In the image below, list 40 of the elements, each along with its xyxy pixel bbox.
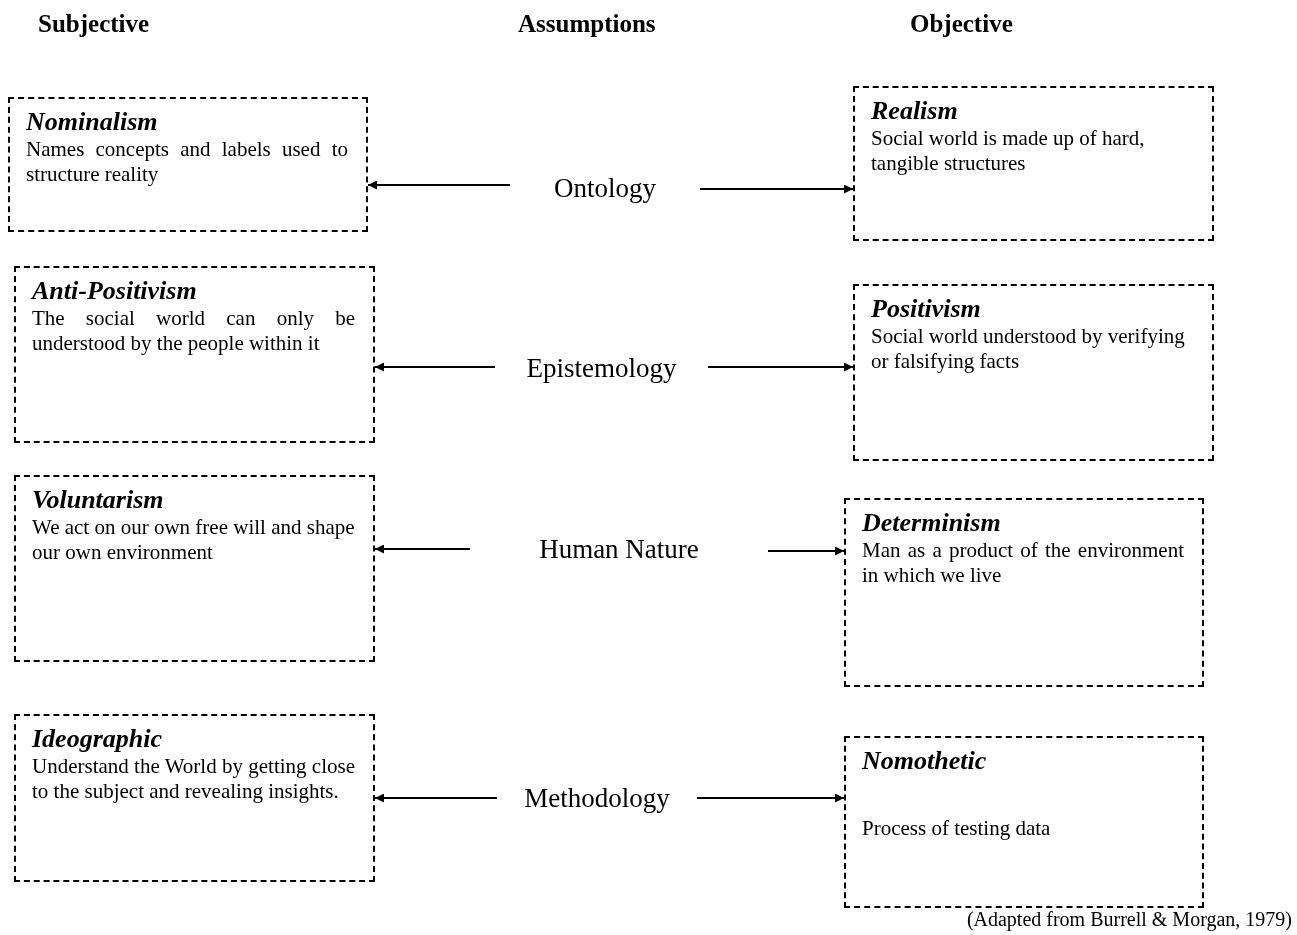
box-heading: Anti-Positivism xyxy=(32,276,198,306)
box-heading: Nomothetic xyxy=(862,746,988,776)
arrow xyxy=(367,180,511,190)
box-text: The social world can only be understood by the people within it xyxy=(32,306,355,356)
dashed-box xyxy=(14,714,375,882)
box-heading: Positivism xyxy=(871,294,982,324)
column-heading: Assumptions xyxy=(518,10,656,38)
assumption-label: Methodology xyxy=(524,782,670,814)
box-heading: Ideographic xyxy=(32,724,163,754)
caption: (Adapted from Burrell & Morgan, 1979) xyxy=(966,908,1292,931)
dashed-box xyxy=(14,475,375,662)
dashed-box xyxy=(844,498,1204,687)
arrow xyxy=(374,793,498,803)
dashed-box xyxy=(853,284,1214,461)
box-text: We act on our own free will and shape our own environment xyxy=(32,515,355,565)
box-text: Process of testing data xyxy=(862,816,1052,841)
box-heading: Realism xyxy=(871,96,959,126)
dashed-box xyxy=(844,736,1204,908)
arrow xyxy=(767,546,845,556)
column-heading: Objective xyxy=(910,10,1013,38)
dashed-box xyxy=(8,97,368,232)
dashed-box xyxy=(14,266,375,443)
arrow xyxy=(374,362,496,372)
assumption-label: Epistemology xyxy=(526,352,677,384)
box-text: Man as a product of the environment in which we live xyxy=(862,538,1184,588)
box-text: Social world understood by verifying or falsifying facts xyxy=(871,324,1186,374)
box-heading: Nominalism xyxy=(26,107,159,137)
dashed-box xyxy=(853,86,1214,241)
column-heading: Subjective xyxy=(38,10,150,38)
assumption-label: Human Nature xyxy=(539,533,699,565)
arrow xyxy=(707,362,854,372)
box-heading: Voluntarism xyxy=(32,485,165,515)
arrow xyxy=(699,184,854,194)
box-text: Social world is made up of hard, tangible structures xyxy=(871,126,1146,176)
arrow xyxy=(696,793,845,803)
box-text: Understand the World by getting close to the subject and revealing insights. xyxy=(32,754,355,804)
box-heading: Determinism xyxy=(862,508,1002,538)
arrow xyxy=(374,544,471,554)
box-text: Names concepts and labels used to structure reality xyxy=(26,137,348,187)
assumption-label: Ontology xyxy=(554,172,656,204)
